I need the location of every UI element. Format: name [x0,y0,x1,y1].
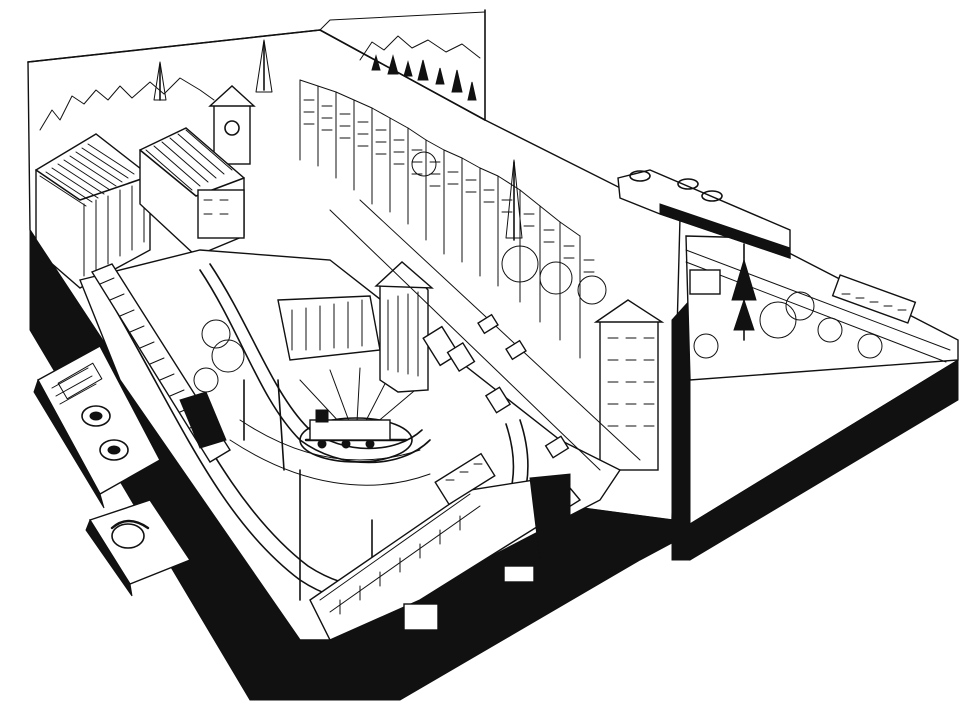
bridge-and-tram [309,452,582,641]
signal-tower [374,261,434,393]
control-panel [33,345,161,509]
station-train-shed [35,127,245,289]
locomotive-turntable [309,409,391,449]
layout-trees [193,319,373,621]
telephone-controller [85,499,192,597]
distant-mountains [359,35,481,101]
passenger-train-left [90,263,231,463]
countryside-extension [617,169,959,381]
city-skyline [39,39,665,471]
street-scene [329,199,641,471]
